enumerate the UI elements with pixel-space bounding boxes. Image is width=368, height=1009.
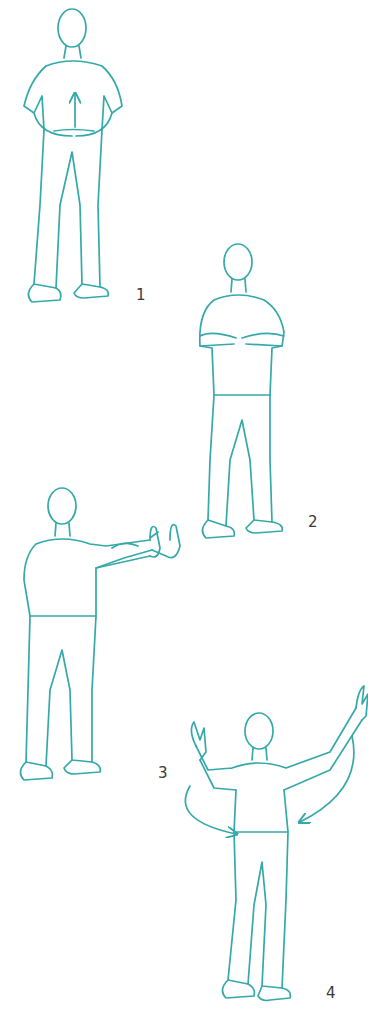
callout-number: 3: [158, 766, 168, 781]
figure-two: [200, 244, 284, 538]
callout-number: 1: [136, 288, 146, 303]
callout-number: 4: [326, 986, 336, 1001]
figure-four: [185, 686, 368, 1001]
figure-one: [24, 9, 122, 302]
figure-three: [20, 488, 180, 780]
callout-number: 2: [308, 515, 318, 530]
